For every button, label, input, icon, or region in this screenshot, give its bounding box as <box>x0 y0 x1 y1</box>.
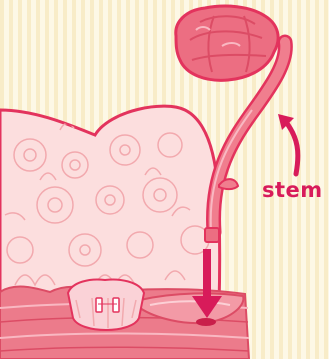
stem-hole <box>196 318 216 326</box>
stem-peg <box>205 228 219 242</box>
stem-label: stem <box>262 178 323 202</box>
cake-dome <box>0 106 220 305</box>
cake-socket <box>68 280 144 330</box>
